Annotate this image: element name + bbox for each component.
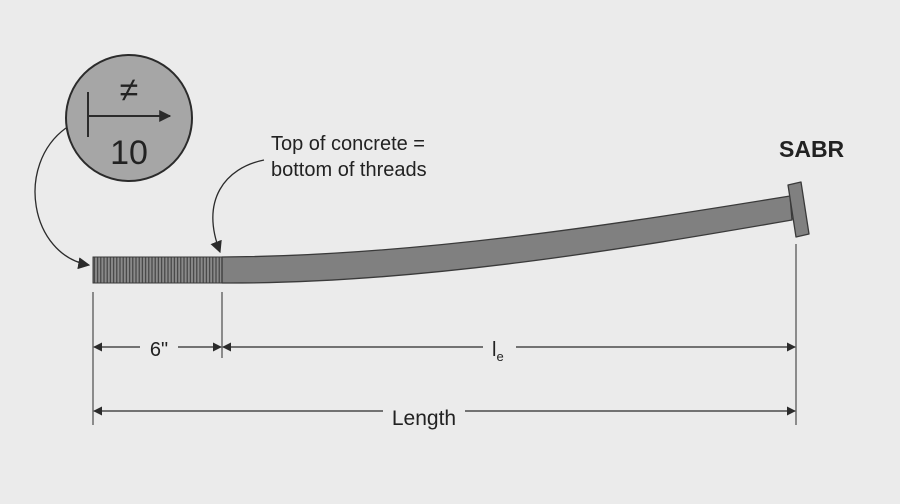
concrete-note-line2: bottom of threads bbox=[271, 159, 427, 181]
rod-body bbox=[221, 195, 793, 284]
thread-length-label: 6" bbox=[150, 339, 168, 361]
badge-number: 10 bbox=[110, 134, 148, 172]
size-badge: ≠ 10 bbox=[65, 54, 193, 182]
embedment-dimension: le bbox=[222, 339, 796, 364]
badge-symbol: ≠ bbox=[120, 71, 139, 109]
embedment-label: le bbox=[492, 339, 504, 364]
concrete-note-line1: Top of concrete = bbox=[271, 133, 425, 155]
embedment-main: l bbox=[492, 339, 496, 361]
bolt-head bbox=[787, 181, 810, 238]
overall-length-dimension: Length bbox=[93, 406, 796, 430]
threaded-end bbox=[92, 256, 224, 284]
product-label: SABR bbox=[779, 136, 845, 162]
embedment-subscript: e bbox=[496, 349, 503, 364]
extension-lines bbox=[92, 244, 797, 425]
badge-callout-arrow bbox=[34, 127, 91, 270]
thread-length-dimension: 6" bbox=[93, 339, 222, 361]
overall-length-label: Length bbox=[392, 407, 456, 430]
concrete-callout-arrow bbox=[210, 159, 265, 254]
